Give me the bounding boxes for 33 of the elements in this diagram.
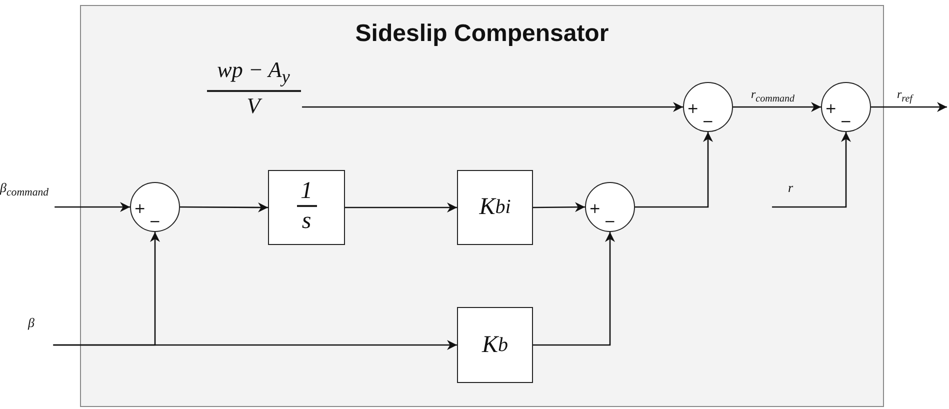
summing-junction — [821, 82, 871, 132]
diagram-title: Sideslip Compensator — [354, 20, 610, 48]
signal-arrow — [733, 102, 821, 112]
signal-arrow — [635, 132, 713, 208]
signal-arrow — [302, 102, 683, 112]
plus-sign: + — [687, 102, 699, 116]
signal-arrow — [53, 340, 457, 350]
signal-label: β$_{command}$ — [0, 180, 78, 207]
minus-sign: − — [149, 215, 161, 229]
signal-arrow — [871, 102, 947, 112]
signal-arrow — [180, 202, 268, 212]
minus-sign: − — [604, 215, 616, 229]
subsystem-panel — [80, 5, 884, 407]
summing-junction — [585, 182, 635, 232]
plus-sign: + — [134, 202, 146, 216]
signal-arrow — [533, 202, 585, 212]
signal-label: β — [28, 315, 56, 345]
minus-sign: − — [840, 115, 852, 129]
signal-arrow — [533, 232, 615, 346]
numerator: 1 — [300, 179, 312, 203]
numerator: wp − A$_{y}$ — [217, 58, 290, 88]
plus-sign: + — [825, 102, 837, 116]
minus-sign: − — [702, 115, 714, 129]
signal-arrow — [345, 202, 457, 212]
summing-junction — [683, 82, 733, 132]
summing-junction — [130, 182, 180, 232]
denominator: s — [302, 208, 312, 232]
integrator-block — [268, 170, 345, 245]
plus-sign: + — [589, 202, 601, 216]
signal-label: r — [772, 180, 812, 207]
signal-arrow — [54, 202, 130, 212]
denominator: V — [246, 94, 260, 118]
signal-arrow — [772, 132, 851, 208]
